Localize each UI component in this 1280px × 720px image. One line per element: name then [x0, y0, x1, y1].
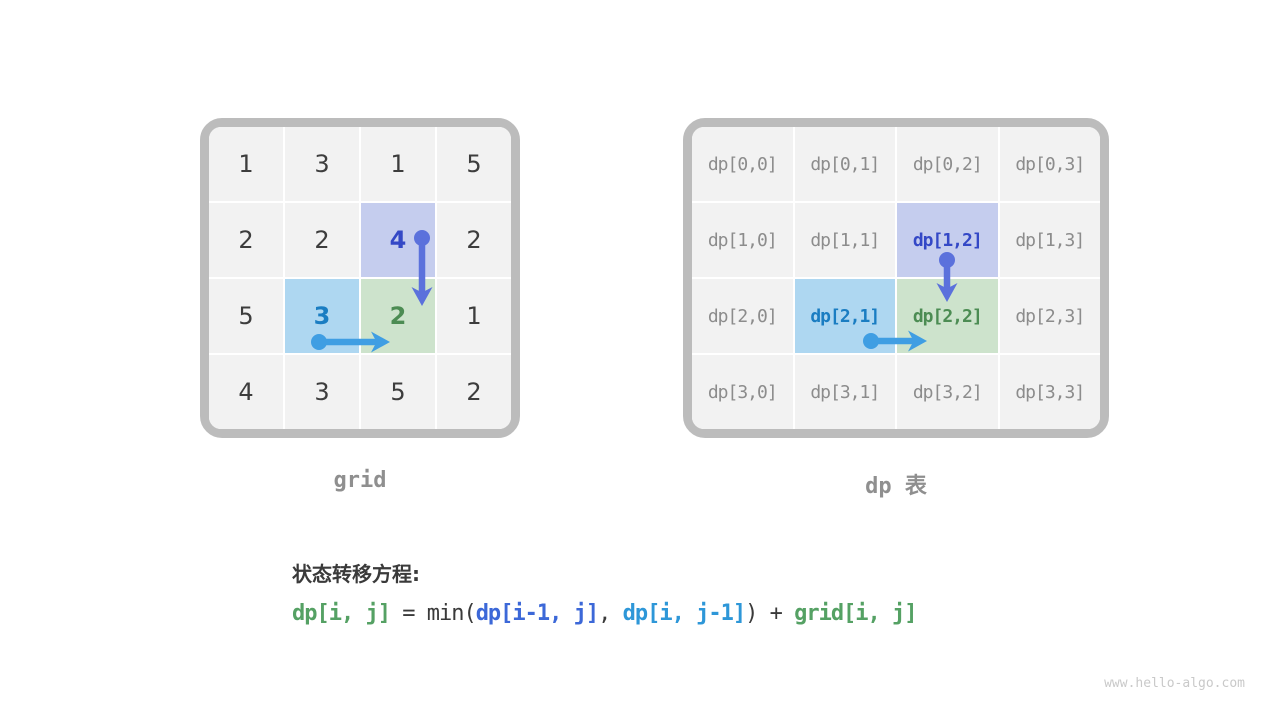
formula-comma: ,	[598, 601, 623, 626]
formula-dp-i-minus-1-j: dp[i-1, j]	[475, 601, 599, 626]
grid-cell: 3	[285, 127, 359, 201]
dp-cell: dp[3,0]	[692, 355, 793, 429]
grid-caption: grid	[333, 468, 387, 493]
formula-heading: 状态转移方程:	[292, 562, 420, 586]
dp-cell-highlight-purple: dp[1,2]	[897, 203, 998, 277]
dp-cell: dp[1,3]	[999, 203, 1100, 277]
dp-cell: dp[0,1]	[794, 127, 895, 201]
dp-cell: dp[0,0]	[692, 127, 793, 201]
dp-table-caption: dp 表	[865, 474, 927, 499]
dp-table-cells: dp[0,0] dp[0,1] dp[0,2] dp[0,3] dp[1,0] …	[692, 127, 1100, 429]
grid-cell: 5	[437, 127, 511, 201]
grid-cell-highlight-purple: 4	[361, 203, 435, 277]
dp-cell-highlight-blue: dp[2,1]	[794, 279, 895, 353]
grid-table-cells: 1 3 1 5 2 2 4 2 5 3 2 1 4 3 5 2	[209, 127, 511, 429]
formula-close-plus: ) +	[745, 601, 795, 626]
dp-cell: dp[0,3]	[999, 127, 1100, 201]
grid-cell: 2	[209, 203, 283, 277]
grid-cell: 5	[209, 279, 283, 353]
grid-cell: 3	[285, 355, 359, 429]
grid-cell: 2	[285, 203, 359, 277]
watermark: www.hello-algo.com	[1104, 676, 1245, 691]
grid-cell: 4	[209, 355, 283, 429]
grid-cell: 5	[361, 355, 435, 429]
dp-cell: dp[3,3]	[999, 355, 1100, 429]
formula-grid-ij: grid[i, j]	[794, 601, 917, 626]
grid-cell: 2	[437, 355, 511, 429]
formula-line: dp[i, j] = min(dp[i-1, j], dp[i, j-1]) +…	[292, 601, 918, 626]
grid-cell: 2	[437, 203, 511, 277]
dp-cell: dp[2,3]	[999, 279, 1100, 353]
formula-equals-min: = min(	[389, 601, 476, 626]
dp-cell: dp[3,2]	[897, 355, 998, 429]
grid-table: 1 3 1 5 2 2 4 2 5 3 2 1 4 3 5 2	[200, 118, 520, 438]
formula-dp-ij: dp[i, j]	[292, 601, 391, 626]
dp-cell: dp[0,2]	[897, 127, 998, 201]
dp-cell: dp[1,1]	[794, 203, 895, 277]
grid-cell: 1	[209, 127, 283, 201]
formula-dp-i-j-minus-1: dp[i, j-1]	[622, 601, 746, 626]
dp-cell-highlight-green: dp[2,2]	[897, 279, 998, 353]
grid-cell-highlight-blue: 3	[285, 279, 359, 353]
grid-cell: 1	[437, 279, 511, 353]
dp-cell: dp[2,0]	[692, 279, 793, 353]
dp-table: dp[0,0] dp[0,1] dp[0,2] dp[0,3] dp[1,0] …	[683, 118, 1109, 438]
dp-cell: dp[1,0]	[692, 203, 793, 277]
grid-cell: 1	[361, 127, 435, 201]
grid-cell-highlight-green: 2	[361, 279, 435, 353]
dp-cell: dp[3,1]	[794, 355, 895, 429]
